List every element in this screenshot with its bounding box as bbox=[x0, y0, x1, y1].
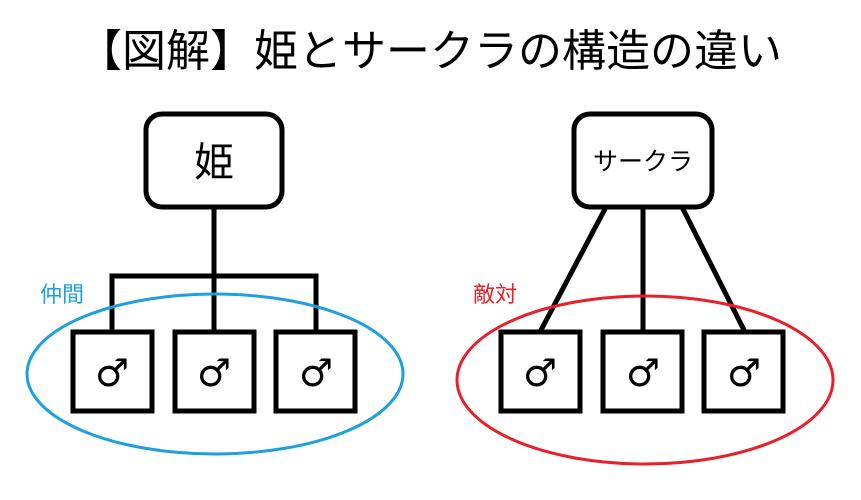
circle-crusher-connectors bbox=[537, 205, 748, 334]
male-icon: ♂ bbox=[299, 351, 333, 395]
male-icon: ♂ bbox=[523, 351, 557, 395]
hostile-group-ellipse bbox=[455, 294, 835, 466]
hime-label: 姫 bbox=[194, 140, 234, 186]
hostile-label: 敵対 bbox=[473, 283, 517, 308]
male-icon: ♂ bbox=[727, 351, 761, 395]
member-box bbox=[273, 329, 358, 414]
member-box bbox=[172, 329, 257, 414]
circle-crusher-label: サークラ bbox=[593, 147, 693, 176]
diagram-title: 【図解】姫とサークラの構造の違い bbox=[78, 26, 782, 77]
circle-crusher-members: ♂ ♂ ♂ bbox=[498, 329, 786, 414]
hime-box bbox=[143, 111, 285, 210]
hime-structure: 姫 ♂ ♂ ♂ 仲間 bbox=[25, 111, 405, 456]
circle-crusher-box bbox=[571, 111, 715, 210]
member-box bbox=[498, 329, 583, 414]
member-box bbox=[701, 329, 786, 414]
male-icon: ♂ bbox=[197, 351, 231, 395]
member-box bbox=[70, 329, 155, 414]
ally-label: 仲間 bbox=[40, 283, 84, 308]
hime-connectors bbox=[109, 207, 319, 332]
circle-crusher-structure: サークラ ♂ ♂ ♂ 敵対 bbox=[455, 111, 835, 466]
hime-members: ♂ ♂ ♂ bbox=[70, 329, 358, 414]
male-icon: ♂ bbox=[626, 351, 660, 395]
male-icon: ♂ bbox=[95, 351, 129, 395]
member-box bbox=[600, 329, 685, 414]
ally-group-ellipse bbox=[25, 292, 405, 456]
